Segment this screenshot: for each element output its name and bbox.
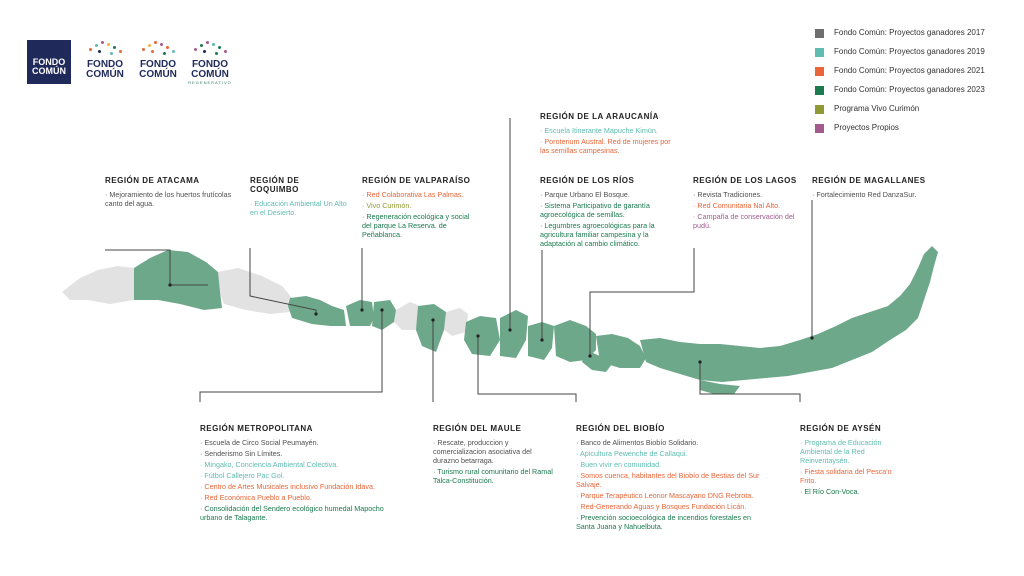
- project-item: · Prevención socioecológica de incendios…: [576, 513, 751, 531]
- fondo-comun-logo-2019: FONDO COMÚN: [80, 40, 130, 84]
- region-atacama: REGIÓN DE ATACAMA · Mejoramiento de los h…: [105, 176, 235, 210]
- project-item: · Buen vivir en comunidad.: [576, 460, 662, 469]
- region-title: REGIÓN DEL MAULE: [433, 424, 522, 433]
- project-item: · Somos cuenca, habitantes del Biobío de…: [576, 471, 760, 489]
- legend-label: Programa Vivo Curimón: [834, 104, 920, 113]
- region-title: REGIÓN DE LOS LAGOS: [693, 176, 797, 185]
- project-item: · Escuela Itinerante Mapuche Kimün.: [540, 126, 658, 135]
- project-item: · Sistema Participativo de garantía agro…: [540, 201, 650, 219]
- logo-text: FONDO COMÚN: [139, 59, 177, 80]
- legend-label: Fondo Común: Proyectos ganadores 2017: [834, 28, 985, 37]
- region-aysen: REGIÓN DE AYSÉN · Programa de Educación A…: [800, 424, 910, 498]
- logo-text: FONDO COMÚN: [86, 59, 124, 80]
- project-item: · Apicultura Pewenche de Callaqui.: [576, 449, 688, 458]
- project-item: · El Río Con-Voca.: [800, 487, 860, 496]
- project-item: · Fortalecimiento Red DanzaSur.: [812, 190, 917, 199]
- project-item: · Rescate, produccion y comercializacion…: [433, 438, 532, 465]
- project-item: · Campaña de conservación del pudú.: [693, 212, 795, 230]
- region-title: REGIÓN DE AYSÉN: [800, 424, 882, 433]
- region-markers: [168, 283, 814, 364]
- legend-label: Proyectos Propios: [834, 123, 899, 132]
- project-item: · Fiesta solidaria del Pesca'o Frito.: [800, 467, 892, 485]
- leader-lines: [105, 118, 813, 402]
- logo-text: FONDO COMÚN: [191, 59, 229, 80]
- project-item: · Mingako, Conciencia Ambiental Colectiv…: [200, 460, 339, 469]
- logo-subtitle: REGENERATIVO: [188, 80, 232, 85]
- region-metropolitana: REGIÓN METROPOLITANA · Escuela de Circo S…: [200, 424, 390, 524]
- region-title: REGIÓN METROPOLITANA: [200, 424, 313, 433]
- region-los-lagos: REGIÓN DE LOS LAGOS · Revista Tradiciones…: [693, 176, 803, 232]
- region-magallanes: REGIÓN DE MAGALLANES · Fortalecimiento Re…: [812, 176, 932, 201]
- region-title: REGIÓN DE ATACAMA: [105, 176, 200, 185]
- map-land-grey: [62, 266, 468, 336]
- project-item: · Vivo Curimón.: [362, 201, 412, 210]
- region-maule: REGIÓN DEL MAULE · Rescate, produccion y …: [433, 424, 553, 487]
- project-item: · Red Comunitaria Nal Alto.: [693, 201, 781, 210]
- project-item: · Red Económica Pueblo a Pueblo.: [200, 493, 312, 502]
- confetti-icon: [190, 40, 230, 58]
- project-item: · Educación Ambiental Un Alto en el Desi…: [250, 199, 347, 217]
- region-title: REGIÓN DE COQUIMBO: [250, 176, 300, 194]
- region-valparaiso: REGIÓN DE VALPARAÍSO · Red Colaborativa L…: [362, 176, 472, 241]
- project-item: · Regeneración ecológica y social del pa…: [362, 212, 470, 239]
- confetti-icon: [85, 40, 125, 58]
- project-item: · Legumbres agroecológicas para la agric…: [540, 221, 655, 248]
- region-title: REGIÓN DEL BIOBÍO: [576, 424, 665, 433]
- legend-swatch: [815, 48, 824, 57]
- region-title: REGIÓN DE LA ARAUCANÍA: [540, 112, 659, 121]
- project-item: · Consolidación del Sendero ecológico hu…: [200, 504, 384, 522]
- region-araucania: REGIÓN DE LA ARAUCANÍA · Escuela Itineran…: [540, 112, 675, 157]
- project-item: · Programa de Educación Ambiental de la …: [800, 438, 882, 465]
- region-biobio: REGIÓN DEL BIOBÍO · Banco de Alimentos Bi…: [576, 424, 766, 533]
- legend-swatch: [815, 86, 824, 95]
- project-item: · Revista Tradiciones.: [693, 190, 763, 199]
- project-item: · Parque Terapéutico Leonor Mascayano DN…: [576, 491, 754, 500]
- legend-label: Fondo Común: Proyectos ganadores 2021: [834, 66, 985, 75]
- region-title: REGIÓN DE LOS RÍOS: [540, 176, 635, 185]
- region-title: REGIÓN DE MAGALLANES: [812, 176, 926, 185]
- legend-label: Fondo Común: Proyectos ganadores 2019: [834, 47, 985, 56]
- legend-label: Fondo Común: Proyectos ganadores 2023: [834, 85, 985, 94]
- project-item: · Fútbol Callejero Pac Gol.: [200, 471, 285, 480]
- project-item: · Centro de Artes Musicales inclusivo Fu…: [200, 482, 375, 491]
- region-los-rios: REGIÓN DE LOS RÍOS · Parque Urbano El Bos…: [540, 176, 680, 250]
- project-item: · Parque Urbano El Bosque.: [540, 190, 630, 199]
- map-land-green: [134, 246, 938, 394]
- project-item: · Escuela de Circo Social Peumayén.: [200, 438, 319, 447]
- confetti-icon: [138, 40, 178, 58]
- project-item: · Red-Generando Aguas y Bosques Fundació…: [576, 502, 747, 511]
- region-title: REGIÓN DE VALPARAÍSO: [362, 176, 471, 185]
- fondo-comun-logo-dark: FONDO COMÚN: [27, 40, 71, 84]
- project-item: · Senderismo Sin Límites.: [200, 449, 283, 458]
- project-item: · Turismo rural comunitario del Ramal Ta…: [433, 467, 553, 485]
- legend-swatch: [815, 124, 824, 133]
- project-item: · Mejoramiento de los huertos frutícolas…: [105, 190, 232, 208]
- legend-swatch: [815, 29, 824, 38]
- legend-swatch: [815, 105, 824, 114]
- legend-swatch: [815, 67, 824, 76]
- project-item: · Banco de Alimentos Biobío Solidario.: [576, 438, 699, 447]
- fondo-comun-logo-regenerativo: FONDO COMÚN REGENERATIVO: [185, 40, 235, 85]
- fondo-comun-logo-2021: FONDO COMÚN: [133, 40, 183, 84]
- region-coquimbo: REGIÓN DE COQUIMBO · Educación Ambiental …: [250, 176, 350, 219]
- project-item: · Red Colaborativa Las Palmas.: [362, 190, 464, 199]
- project-item: · Poroterium Austral. Red de mujeres por…: [540, 137, 671, 155]
